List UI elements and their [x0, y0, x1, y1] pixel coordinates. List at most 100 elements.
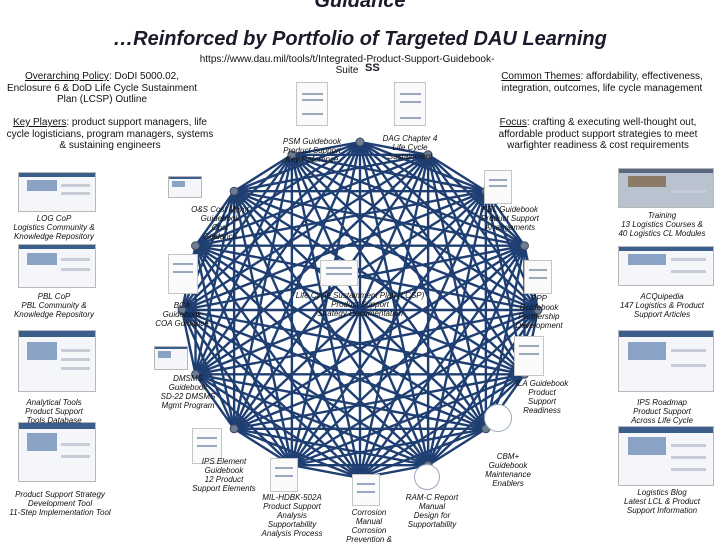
pbl-guidebook-label: PBL Guidebook Product Support Arrangemen… — [481, 205, 539, 232]
training-photo[interactable] — [618, 168, 714, 208]
network-node — [355, 137, 365, 147]
key-players-label: Key Players — [13, 117, 67, 128]
common-themes-text: : affordability, effectiveness, integrat… — [501, 71, 703, 94]
key-players-panel: Key Players: product support managers, l… — [4, 117, 216, 152]
connection-line — [291, 427, 487, 467]
network-node — [191, 241, 201, 251]
connection-line — [194, 245, 293, 466]
network-node — [191, 369, 201, 379]
connection-line — [194, 190, 236, 375]
logistics-blog-label: Logistics Blog Latest LCL & Product Supp… — [624, 488, 700, 515]
connection-line — [290, 141, 362, 466]
connection-line — [233, 427, 361, 480]
connection-line — [233, 190, 430, 466]
url-overlay-text: SS — [365, 62, 380, 74]
network-node — [423, 150, 433, 160]
ila-guidebook-cover[interactable] — [514, 336, 544, 376]
ram-c-logo-icon[interactable] — [414, 464, 440, 490]
connection-line — [181, 308, 525, 376]
connection-line — [359, 140, 429, 156]
connection-line — [194, 373, 361, 480]
logistics-blog-screenshot[interactable] — [618, 426, 714, 486]
network-node — [287, 150, 297, 160]
guidebook-url-link[interactable]: https://www.dau.mil/tools/t/Integrated-P… — [199, 54, 495, 76]
dmsms-label: DMSMS Guidebook SD-22 DMSMS Mgmt Program — [160, 374, 216, 410]
network-node — [533, 305, 543, 315]
corrosion-manual-cover[interactable] — [352, 474, 380, 506]
pbl-cop-screenshot[interactable] — [18, 244, 96, 288]
lcsp-label: Life Cycle Sustainment Plan (LCSP) Produ… — [295, 291, 425, 318]
dag-chapter-label: DAG Chapter 4 Life Cycle Sustainment — [382, 134, 438, 161]
connection-line — [290, 154, 362, 479]
lcsp-document-thumb[interactable] — [320, 260, 358, 286]
common-themes-label: Common Themes — [501, 71, 581, 82]
connection-line — [194, 244, 487, 430]
connection-line — [195, 244, 539, 312]
connection-line — [181, 308, 429, 467]
ps-strategy-tool-screenshot[interactable] — [18, 422, 96, 482]
analytical-tools-screenshot[interactable] — [18, 330, 96, 392]
connection-line — [233, 427, 429, 467]
bca-guidebook-cover[interactable] — [168, 254, 198, 294]
network-node — [519, 241, 529, 251]
connection-line — [194, 373, 236, 430]
connection-line — [291, 153, 487, 193]
connection-line — [233, 153, 293, 193]
connection-line — [233, 190, 539, 312]
dmsms-thumbnail[interactable] — [154, 346, 188, 370]
psm-guidebook-label: PSM Guidebook Product Support Key Refere… — [282, 137, 342, 164]
ppp-guidebook-cover[interactable] — [524, 260, 552, 294]
ips-roadmap-label: IPS Roadmap Product Support Across Life … — [631, 398, 693, 425]
analytical-tools-label: Analytical Tools Product Support Tools D… — [25, 398, 83, 425]
bca-guidebook-label: BCA Guidebook COA Guidance — [155, 301, 209, 328]
network-node — [229, 424, 239, 434]
connection-line — [194, 373, 293, 467]
connection-line — [180, 309, 236, 430]
cbm-logo-icon[interactable] — [484, 404, 512, 432]
psm-guidebook-cover[interactable] — [296, 82, 328, 126]
connection-line — [427, 154, 539, 311]
connection-line — [427, 309, 539, 466]
connection-line — [291, 153, 525, 247]
pbl-cop-label: PBL CoP PBL Community & Knowledge Reposi… — [13, 292, 95, 319]
mil-hdbk-cover[interactable] — [270, 458, 298, 492]
acquipedia-screenshot[interactable] — [618, 246, 714, 286]
overarching-policy-label: Overarching Policy — [25, 71, 109, 82]
connection-line — [233, 154, 430, 430]
connection-line — [181, 309, 293, 466]
page-title-line2: …Reinforced by Portfolio of Targeted DAU… — [113, 28, 607, 50]
connection-line — [181, 154, 293, 311]
connection-line — [290, 154, 430, 466]
ips-element-cover[interactable] — [192, 428, 222, 464]
ila-guidebook-label: ILA Guidebook Product Support Readiness — [515, 379, 569, 415]
connection-line — [427, 153, 487, 193]
ram-c-label: RAM-C Report Manual Design for Supportab… — [405, 493, 459, 529]
ips-element-label: IPS Element Guidebook 12 Product Support… — [192, 457, 256, 493]
ips-roadmap-screenshot[interactable] — [618, 330, 714, 392]
ppp-guidebook-label: PPP Guidebook Partnership Development — [515, 294, 563, 330]
connection-line — [291, 140, 361, 156]
dag-chapter-cover[interactable] — [394, 82, 426, 126]
log-cop-screenshot[interactable] — [18, 172, 96, 212]
focus-label: Focus — [499, 117, 527, 128]
acquipedia-label: ACQuipedia 147 Logistics & Product Suppo… — [619, 292, 705, 319]
connection-line — [233, 190, 526, 376]
connection-line — [194, 154, 293, 375]
connection-line — [194, 153, 293, 247]
connection-line — [232, 190, 294, 466]
pbl-guidebook-cover[interactable] — [484, 170, 512, 204]
connection-line — [427, 427, 487, 467]
common-themes-panel: Common Themes: affordability, effectiven… — [488, 71, 716, 94]
training-label: Training 13 Logistics Courses & 40 Logis… — [618, 211, 706, 238]
connection-line — [194, 190, 236, 247]
network-node — [229, 186, 239, 196]
page-title-line1: Guidance — [314, 0, 406, 12]
connection-line — [359, 140, 526, 247]
connection-line — [195, 308, 539, 376]
connection-line — [233, 244, 526, 430]
connection-line — [232, 154, 294, 430]
network-node — [177, 305, 187, 315]
os-cost-thumbnail[interactable] — [168, 176, 202, 198]
connection-line — [290, 154, 487, 430]
